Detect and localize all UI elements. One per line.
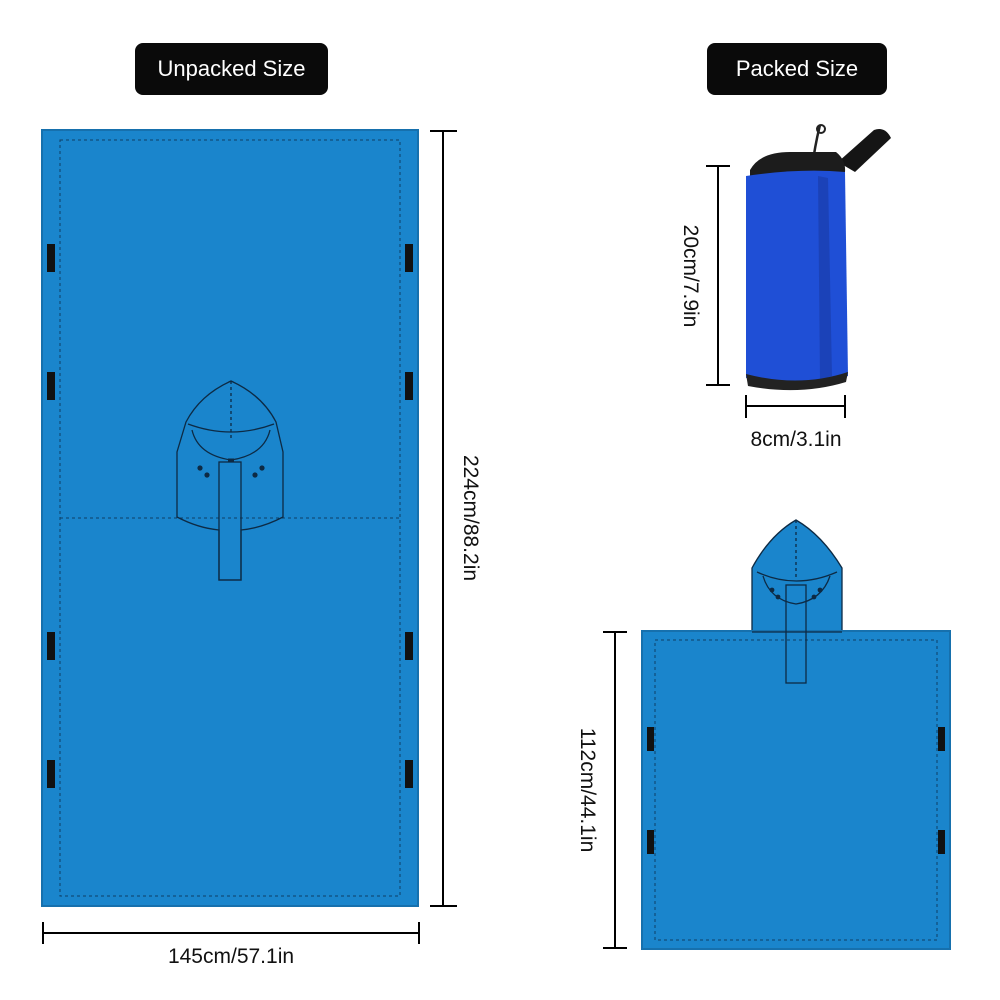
hood-outline xyxy=(176,380,284,581)
poncho-clip xyxy=(938,830,945,854)
bag-cord-lock xyxy=(816,124,826,134)
sheet-clip xyxy=(405,632,413,660)
poncho-clip xyxy=(647,727,654,751)
poncho-length-label: 112cm/44.1in xyxy=(576,728,599,853)
bag-body xyxy=(746,170,848,385)
poncho-clip xyxy=(647,830,654,854)
poncho-body xyxy=(641,630,951,950)
packed-width-label: 8cm/3.1in xyxy=(750,428,841,451)
sheet-clip xyxy=(47,760,55,788)
hood-snaps xyxy=(197,465,265,478)
sheet-clip xyxy=(405,244,413,272)
packed-width-dimension xyxy=(745,395,846,418)
sheet-clip xyxy=(405,760,413,788)
unpacked-width-dimension xyxy=(42,922,420,944)
sheet-clip xyxy=(47,244,55,272)
sheet-clip xyxy=(47,632,55,660)
packed-height-dimension xyxy=(706,165,730,386)
bag-shading xyxy=(818,176,832,380)
poncho-hood-outline xyxy=(752,520,842,684)
unpacked-size-badge: Unpacked Size xyxy=(135,43,328,95)
poncho-length-dimension xyxy=(603,631,627,949)
sheet-clip xyxy=(405,372,413,400)
unpacked-length-dimension xyxy=(430,130,457,907)
packed-height-label: 20cm/7.9in xyxy=(679,225,702,328)
packed-size-badge: Packed Size xyxy=(707,43,887,95)
unpacked-width-label: 145cm/57.1in xyxy=(168,945,294,968)
bag-strap-icon xyxy=(838,129,891,172)
poncho-clip xyxy=(938,727,945,751)
poncho-hood-snaps xyxy=(769,587,823,600)
poncho-stitching xyxy=(654,639,938,941)
sheet-clip xyxy=(47,372,55,400)
poncho xyxy=(641,519,951,950)
packed-bag xyxy=(746,124,891,391)
unpacked-sheet xyxy=(41,129,419,907)
bag-bottom xyxy=(746,372,848,391)
unpacked-length-label: 224cm/88.2in xyxy=(459,455,482,581)
